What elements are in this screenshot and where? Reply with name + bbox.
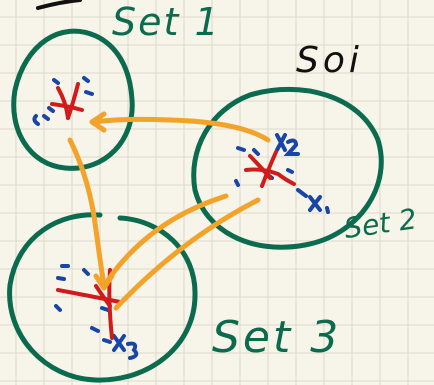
ink-stroke-top	[36, 0, 82, 10]
label-soi: Soi	[296, 40, 363, 81]
set3-boundary	[7, 212, 198, 383]
arrow-set3-to-set2-b	[113, 197, 261, 311]
label-set3: Set 3	[212, 312, 342, 363]
arrow-set1-to-set3	[67, 137, 107, 289]
set3-points	[54, 264, 110, 333]
arrows	[67, 111, 271, 311]
set1-centroid	[50, 82, 84, 120]
label-set1: Set 1	[112, 0, 221, 44]
set1-boundary	[11, 28, 135, 171]
set1-points	[32, 76, 94, 126]
arrow-set3-to-set2-a	[105, 193, 229, 283]
set2-centroid	[244, 150, 296, 188]
set2-point-x1	[296, 188, 330, 214]
arrow-set2-to-set1	[91, 116, 271, 143]
set2-point-x2	[275, 133, 300, 156]
set2-boundary	[191, 86, 384, 250]
set3-point-x3	[102, 334, 139, 360]
arrow-set2-to-set1-head	[89, 111, 107, 133]
